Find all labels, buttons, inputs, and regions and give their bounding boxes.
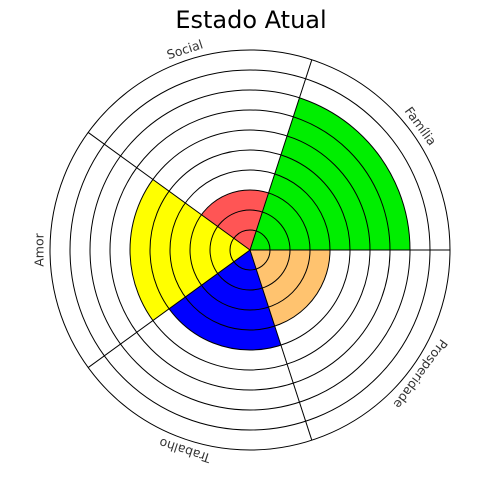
category-label-3: Amor [32,232,47,266]
spokes-layer [87,59,450,441]
category-label-2: Social [165,36,205,62]
slice-2 [201,190,269,250]
spoke-4 [87,249,251,368]
spoke-2 [249,59,313,251]
slice-4 [169,250,281,350]
chart-title: Estado Atual [175,6,326,34]
spoke-3 [87,132,251,251]
slice-1 [250,97,410,250]
category-label-5: Prosperidade [390,337,450,412]
slices-layer [130,97,410,350]
spoke-5 [249,249,313,441]
category-label-4: Trabalho [157,435,213,466]
